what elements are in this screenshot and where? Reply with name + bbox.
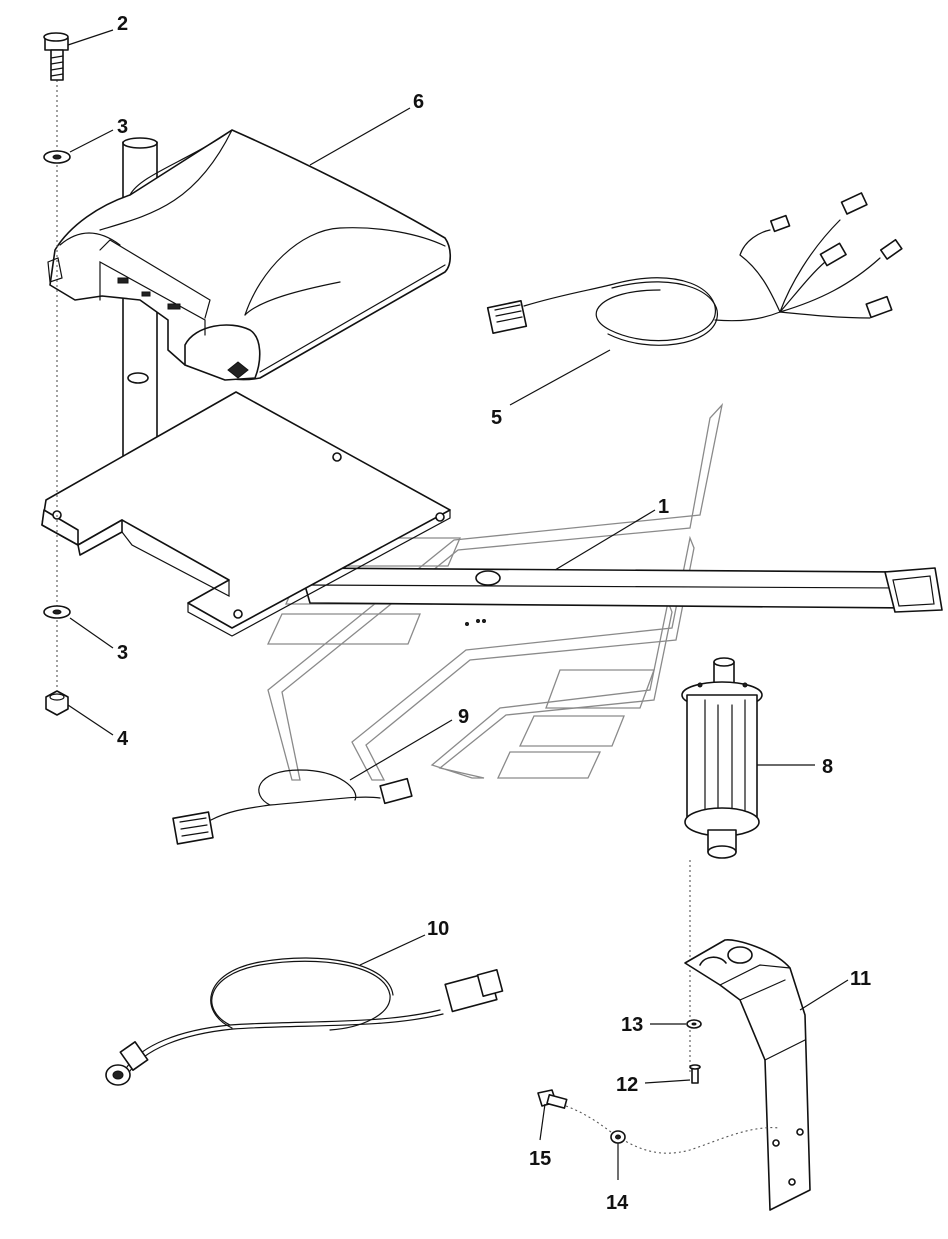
callout-15: 15: [529, 1148, 551, 1170]
callout-14: 14: [606, 1192, 629, 1214]
callout-8: 8: [822, 756, 833, 778]
part-1-tube: [299, 567, 943, 626]
part-4-nut: [45, 690, 69, 716]
callout-3-upper: 3: [117, 116, 128, 138]
callout-12: 12: [616, 1074, 638, 1096]
callout-6: 6: [413, 91, 424, 113]
connector-e: [865, 295, 893, 319]
callout-labels: 2 3 6 5 1 3 4 9 8 10 11 13 12 15 14: [117, 13, 871, 1214]
callout-11: 11: [850, 968, 871, 990]
leader-lines: [67, 29, 849, 1180]
callout-2: 2: [117, 13, 128, 35]
connector-d: [879, 238, 903, 260]
callout-1: 1: [658, 496, 669, 518]
part-5-harness: [486, 192, 903, 346]
part-8-motor: [681, 657, 763, 859]
part-2-bolt: [43, 32, 69, 81]
part-11-bracket: [684, 860, 811, 1211]
connector-a: [769, 214, 791, 233]
mounting-plate: [41, 391, 451, 637]
part-13-washer: [686, 1019, 702, 1029]
callout-10: 10: [427, 918, 449, 940]
part-14-washer: [610, 1130, 626, 1144]
callout-9: 9: [458, 706, 469, 728]
part-9-harness: [172, 769, 413, 845]
connector-b: [840, 192, 868, 215]
callout-4: 4: [117, 728, 129, 750]
callout-3-lower: 3: [117, 642, 128, 664]
callout-13: 13: [621, 1014, 643, 1036]
part-3-washer-upper: [43, 150, 71, 164]
part-6-receiver: [47, 129, 452, 381]
part-3-washer-lower: [43, 605, 71, 619]
part-15-bolt: [537, 1089, 568, 1109]
part-10-cable: [105, 957, 504, 1086]
connector-c: [819, 242, 847, 267]
callout-5: 5: [491, 407, 502, 429]
fastener-stack: [43, 32, 71, 716]
part-12-screw: [689, 1064, 701, 1084]
